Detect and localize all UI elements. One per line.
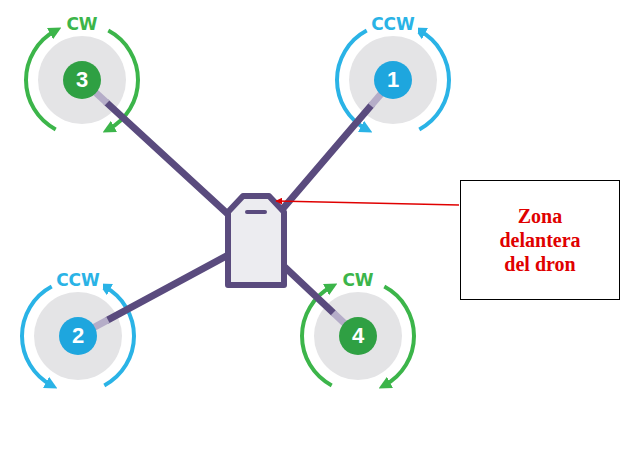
motor-number-circle: 4 — [339, 317, 377, 355]
rotation-arrow — [384, 287, 414, 386]
callout-text: Zona delantera del dron — [486, 204, 594, 276]
front-mark — [247, 210, 265, 214]
rotation-arrow — [104, 287, 134, 386]
drone-body — [228, 196, 284, 285]
motor-number-circle: 1 — [374, 61, 412, 99]
propeller-disc — [34, 292, 122, 380]
motor-number: 3 — [76, 69, 88, 91]
motor-number-circle: 2 — [59, 317, 97, 355]
callout-box: Zona delantera del dron — [460, 180, 620, 300]
motor-number: 2 — [72, 325, 84, 347]
rotation-label: CW — [63, 15, 100, 34]
rotation-label: CW — [339, 271, 376, 290]
leader-arrow — [276, 201, 459, 205]
rotation-arrow — [26, 31, 56, 130]
propeller — [337, 31, 449, 130]
rotation-label: CCW — [53, 271, 103, 290]
motor-number: 1 — [387, 69, 399, 91]
propeller — [22, 287, 134, 386]
rotation-arrow — [419, 31, 449, 130]
drone-body — [228, 196, 284, 285]
motor-number: 4 — [352, 325, 364, 347]
motor-number-circle: 3 — [63, 61, 101, 99]
rotation-label: CCW — [368, 15, 418, 34]
rotation-arrow — [22, 287, 52, 386]
